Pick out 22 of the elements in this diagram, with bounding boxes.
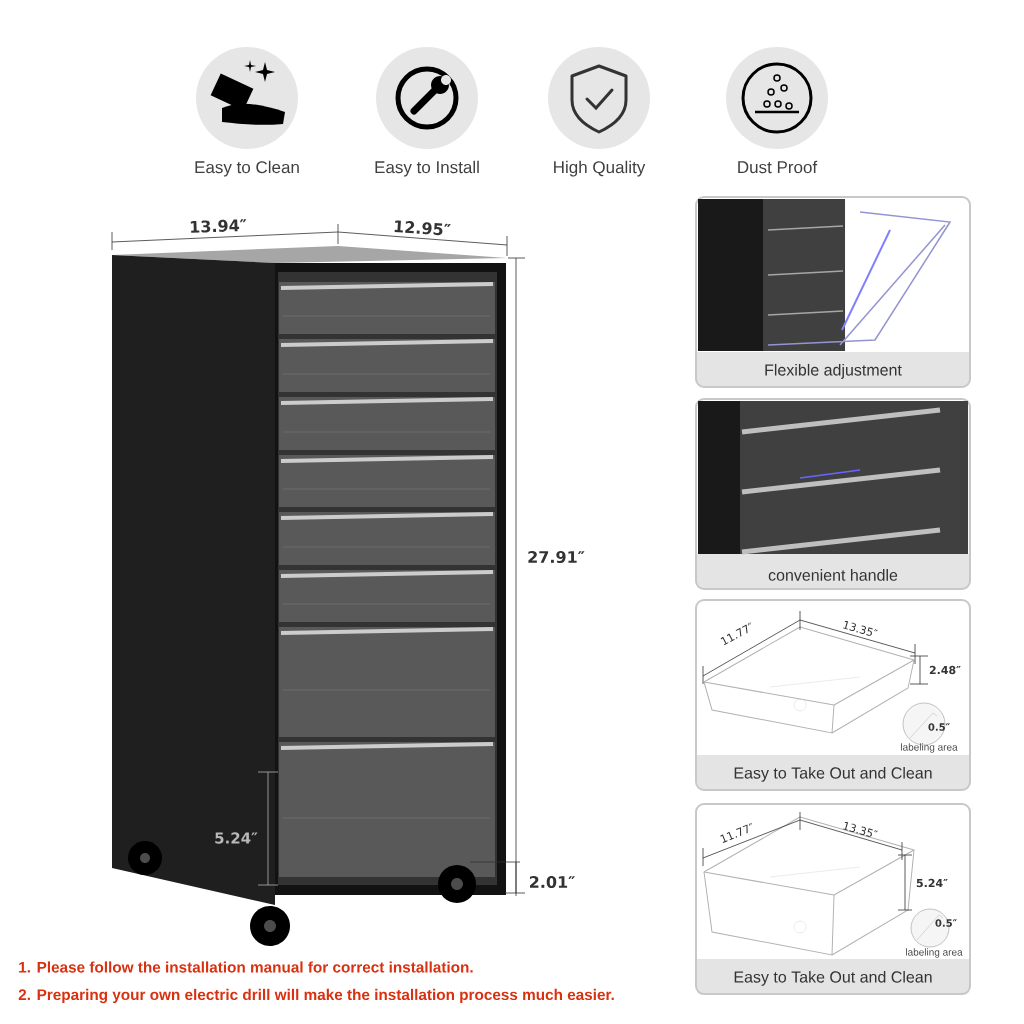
note-text: 2. Preparing your own electric drill will make the installation process much easier. [18,988,614,1004]
dimension-label: 13.94″ [190,219,247,233]
dimension-label: 5.24″ [215,832,258,844]
dimension-label: 0.5″ [935,919,957,927]
node-label: Easy to Clean [195,160,299,177]
dimension-label: 27.91″ [528,550,585,564]
node-label: Dust Proof [738,160,818,174]
dimension-label: 2.48″ [929,665,961,675]
node-label: High Quality [554,160,646,177]
feature-badge: Easy to Install [375,47,479,177]
feature-badge: High Quality [548,47,650,177]
feature-badge: Dust Proof [726,47,828,174]
dimension-label: 0.5″ [928,723,950,731]
dimension-label: 5.24″ [916,878,948,888]
inset-caption: labeling area [906,948,963,958]
note-text: 1. Please follow the installation manual for correct installation. [19,961,473,973]
dimension-label: 12.95″ [394,220,451,236]
inset-caption: labeling area [901,743,958,753]
dimension-label: 13.35″ [843,620,878,636]
dimension-label: 13.35″ [843,821,878,837]
dimension-label: 2.01″ [529,875,575,889]
node-label: Easy to Install [375,160,479,177]
